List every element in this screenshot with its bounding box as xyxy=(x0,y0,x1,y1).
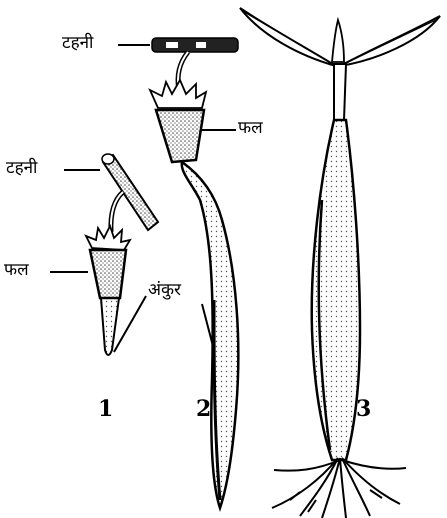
label-sprout: अंकुर xyxy=(148,282,181,299)
stage-3-figure xyxy=(240,8,440,518)
stage-3-roots xyxy=(272,458,406,518)
stage-number-2: 2 xyxy=(196,398,211,420)
stage-2-twig xyxy=(152,38,238,52)
stage-2-fruit xyxy=(156,110,204,162)
stage-1-fruit xyxy=(90,250,126,298)
stage-3-bud xyxy=(332,20,344,62)
stage-2-figure xyxy=(150,38,238,508)
stage-1-figure xyxy=(86,154,158,355)
stage-2-calyx xyxy=(150,80,206,108)
stage-number-1: 1 xyxy=(98,398,113,420)
stage-number-3: 3 xyxy=(356,398,371,420)
label-stage1-twig: टहनी xyxy=(6,160,37,177)
label-stage2-fruit: फल xyxy=(238,120,263,137)
label-stage1-fruit: फल xyxy=(4,262,29,279)
label-stage2-twig: टहनी xyxy=(62,35,93,52)
stage-1-calyx xyxy=(86,226,130,250)
